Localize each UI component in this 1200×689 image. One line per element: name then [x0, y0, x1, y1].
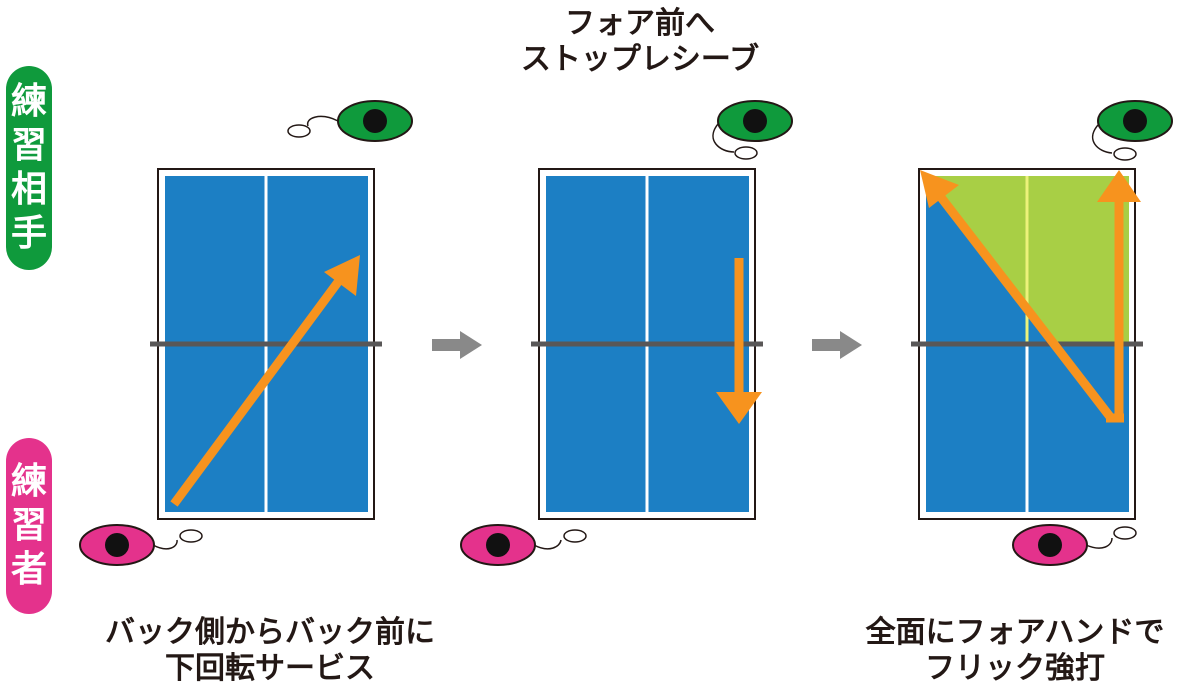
step-arrow-2	[812, 331, 862, 359]
table-2-opponent-eye-bubble	[734, 146, 758, 160]
step-arrow-2-head	[840, 331, 862, 359]
table-1-serve-arrow-shaft	[170, 279, 342, 507]
table-2	[531, 168, 763, 520]
table-3-flick-arrow-diagonal	[936, 193, 1115, 421]
practicer-label: 練 習 者	[6, 438, 52, 614]
table-3-flick-arrow-straight-head	[1097, 170, 1141, 202]
table-1-opponent-eye-tail	[306, 115, 339, 127]
step1-caption-line: バック側からバック前に	[105, 615, 435, 650]
opponent-label-char: 練	[10, 81, 47, 122]
table-1-practicer-eye-pupil	[105, 533, 129, 557]
practicer-label-char: 習	[10, 505, 47, 546]
table-1-opponent-eye-pupil	[363, 109, 387, 133]
practicer-label-char: 練	[10, 461, 47, 502]
opponent-label-char: 習	[10, 125, 47, 166]
table-3	[911, 168, 1143, 520]
step2-caption: フォア前へ ストップレシーブ	[450, 6, 830, 78]
table-1-serve-arrow-head	[324, 255, 360, 296]
step2-caption-line: フォア前へ	[565, 6, 715, 41]
table-3-opponent-eye	[1091, 100, 1173, 161]
table-3-opponent-eye-bubble	[1113, 147, 1137, 161]
table-2-practicer-eye	[460, 524, 587, 566]
table-1-practicer-eye-bubble	[179, 529, 203, 543]
table-1-opponent-eye-bubble	[287, 124, 311, 138]
step-arrow-1	[432, 331, 482, 359]
step-arrow-1-head	[460, 331, 482, 359]
table-1	[150, 168, 382, 520]
opponent-label: 練 習 相 手	[6, 66, 52, 270]
table-1-practicer-eye-tail	[152, 539, 178, 550]
table-3-practicer-eye-bubble	[1113, 526, 1137, 540]
table-2-practicer-eye-bubble	[563, 529, 587, 543]
table-2-practicer-eye-pupil	[486, 533, 510, 557]
step3-caption: 全面にフォアハンドで フリック強打	[825, 615, 1200, 687]
table-3-practicer-eye	[1012, 524, 1137, 566]
step-arrow-1-shaft	[432, 339, 462, 351]
table-3-practicer-eye-pupil	[1038, 533, 1062, 557]
table-2-opponent-eye	[712, 100, 793, 160]
step3-caption-line: フリック強打	[925, 651, 1105, 686]
table-3-opponent-eye-tail	[1091, 124, 1113, 154]
table-2-practicer-eye-tail	[533, 539, 562, 550]
table-2-stop-arrow-head	[716, 392, 762, 424]
table-1-practicer-eye	[79, 524, 203, 566]
table-3-practicer-eye-tail	[1085, 537, 1113, 549]
opponent-label-char: 相	[10, 169, 47, 210]
table-2-opponent-eye-tail	[712, 123, 735, 153]
step-arrow-2-shaft	[812, 339, 842, 351]
step1-caption-line: 下回転サービス	[165, 651, 375, 686]
step2-caption-line: ストップレシーブ	[520, 42, 760, 77]
practicer-label-char: 者	[10, 549, 47, 590]
opponent-label-char: 手	[10, 213, 47, 254]
table-3-flick-arrow-diagonal-head	[920, 170, 959, 208]
table-3-opponent-eye-pupil	[1123, 109, 1147, 133]
table-2-opponent-eye-pupil	[743, 109, 767, 133]
step3-caption-line: 全面にフォアハンドで	[865, 615, 1165, 650]
table-1-opponent-eye	[287, 100, 413, 142]
step1-caption: バック側からバック前に 下回転サービス	[60, 615, 480, 687]
